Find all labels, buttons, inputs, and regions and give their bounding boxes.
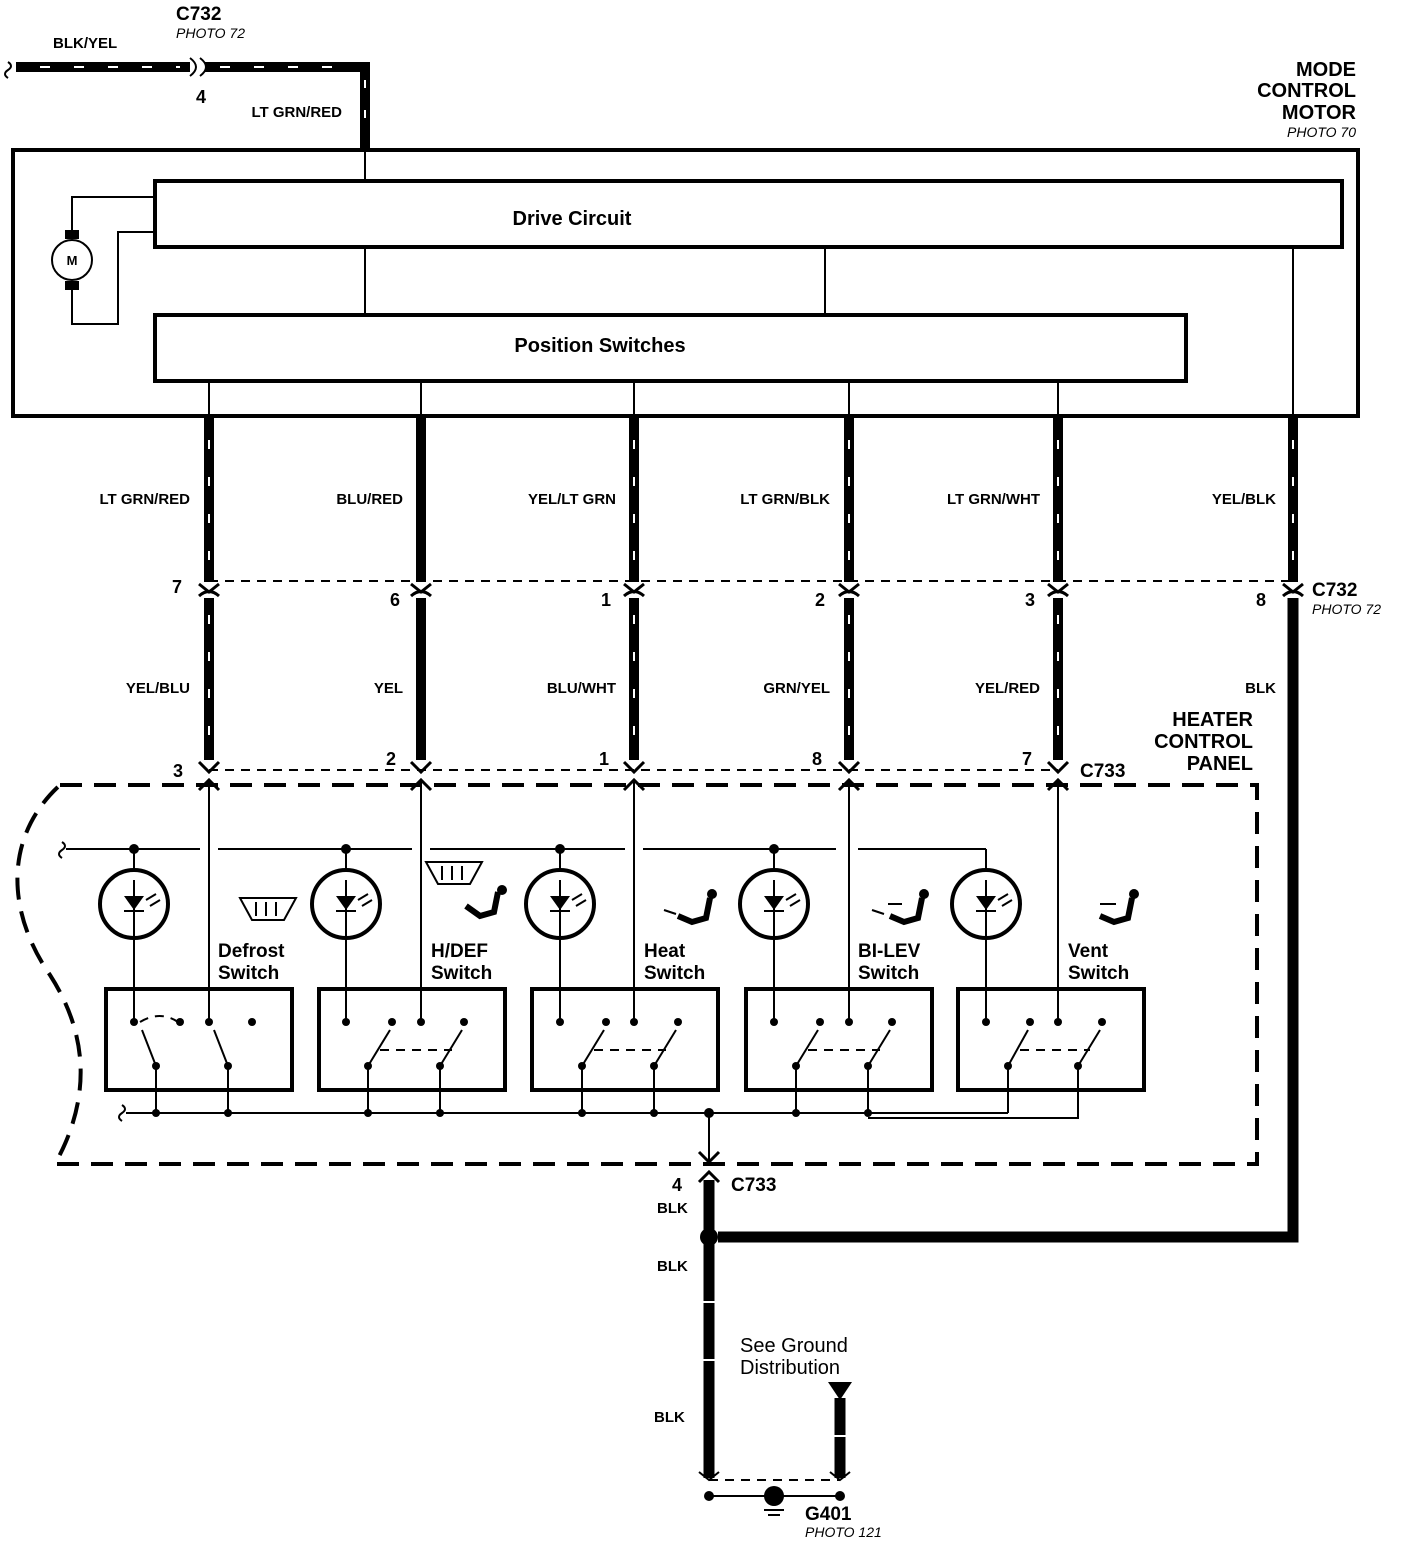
ground-rail-break [118, 1104, 126, 1122]
c732-pin-f: 8 [1256, 590, 1266, 610]
switch-defrost-label-1: Defrost [218, 941, 285, 962]
motor-icon [51, 196, 155, 325]
position-switches-box [153, 313, 1188, 383]
lower-wire-1-label: YEL/BLU [126, 680, 190, 697]
heater-panel-title-1: HEATER [1172, 709, 1253, 731]
lower-wire-3-label: BLU/WHT [547, 680, 616, 697]
c732-pin-b: 6 [390, 590, 400, 610]
g401-ground [698, 1471, 851, 1516]
top-input-wire [4, 57, 370, 150]
mode-motor-title-3: MOTOR [1282, 102, 1357, 124]
ground-wire-label-2: BLK [654, 1409, 685, 1426]
switch-unit-defrost[interactable] [98, 844, 294, 1113]
upper-wire-4-label: LT GRN/BLK [740, 491, 830, 508]
ground-distribution-arrow-icon [828, 1382, 852, 1400]
c732-pin-d: 2 [815, 590, 825, 610]
upper-wire-2-label: BLU/RED [336, 491, 403, 508]
c733-pin-c: 1 [599, 749, 609, 769]
c733-ground-label: C733 [731, 1175, 776, 1196]
lower-wire-5-label: YEL/RED [975, 680, 1040, 697]
c733-label: C733 [1080, 761, 1125, 782]
c732-top-photo: PHOTO 72 [176, 25, 245, 41]
c732-pin-a: 7 [172, 577, 182, 597]
defrost-icon [238, 897, 298, 921]
c733-ground-pin [697, 1150, 721, 1184]
mode-motor-title-2: CONTROL [1257, 80, 1356, 102]
switch-heat-label-2: Switch [644, 963, 705, 984]
c732-top-pin: 4 [196, 87, 206, 107]
switch-hdef-label-1: H/DEF [431, 941, 488, 962]
ground-note-line-1: See Ground [740, 1335, 848, 1357]
heat-mode-icon [663, 889, 717, 926]
upper-wire-5-label: LT GRN/WHT [947, 491, 1040, 508]
switch-vent-label-2: Switch [1068, 963, 1129, 984]
lt-grn-red-top-label: LT GRN/RED [251, 104, 342, 121]
mode-motor-title-1: MODE [1296, 59, 1356, 81]
blk-yel-label: BLK/YEL [53, 35, 117, 52]
ground-splice [700, 1228, 718, 1246]
c733-pin-a: 3 [173, 761, 183, 781]
lower-wire-bundle [204, 598, 1299, 1243]
c733-pin-e: 7 [1022, 749, 1032, 769]
c733-ground-pin-num: 4 [672, 1175, 682, 1195]
ground-rail-junctions [152, 1108, 872, 1118]
c732-pin-c: 1 [601, 590, 611, 610]
upper-wire-bundle [204, 418, 1298, 582]
switch-bilev-label-2: Switch [858, 963, 919, 984]
switch-unit-vent[interactable] [868, 849, 1146, 1119]
switch-unit-hdef[interactable] [310, 844, 507, 1113]
lower-wire-4-label: GRN/YEL [763, 680, 830, 697]
drive-circuit-box [153, 179, 1344, 249]
upper-wire-3-label: YEL/LT GRN [528, 491, 616, 508]
c732-pin-e: 3 [1025, 590, 1035, 610]
c732-mid-photo: PHOTO 72 [1312, 601, 1381, 617]
ground-note-line-2: Distribution [740, 1357, 840, 1379]
heater-panel-title-2: CONTROL [1154, 731, 1253, 753]
c732-top-label: C732 [176, 4, 221, 25]
vent-mode-icon [1098, 889, 1139, 926]
heater-panel-title-3: PANEL [1187, 753, 1253, 775]
upper-wire-1-label: LT GRN/RED [99, 491, 190, 508]
mode-control-motor-box [11, 148, 1360, 418]
lower-wire-2-label: YEL [374, 680, 403, 697]
c732-pins [197, 582, 1305, 598]
lower-wire-6-label: BLK [1245, 680, 1276, 697]
heater-control-panel-box [15, 783, 1259, 1166]
ground-wire-label-1: BLK [657, 1258, 688, 1275]
indicator-supply-break [58, 841, 66, 859]
switch-unit-heat[interactable] [524, 844, 720, 1113]
switch-vent-label-1: Vent [1068, 941, 1109, 962]
position-switches-label: Position Switches [514, 335, 685, 357]
upper-wire-6-label: YEL/BLK [1212, 491, 1276, 508]
led-rays [145, 893, 1013, 907]
switch-hdef-label-2: Switch [431, 963, 492, 984]
switch-bilev-label-1: BI-LEV [858, 941, 921, 962]
c733-pin-d: 8 [812, 749, 822, 769]
motor-symbol-label: M [67, 253, 78, 268]
c732-mid-label: C732 [1312, 580, 1357, 601]
switch-heat-label-1: Heat [644, 941, 686, 962]
hdef-icon [424, 861, 507, 920]
g401-label: G401 [805, 1504, 852, 1525]
g401-photo: PHOTO 121 [805, 1524, 882, 1540]
c733-ground-wire-label: BLK [657, 1200, 688, 1217]
switch-unit-bilev[interactable] [738, 844, 934, 1113]
bilevel-icon [871, 889, 929, 926]
drive-circuit-label: Drive Circuit [513, 208, 632, 230]
panel-signal-lines [208, 782, 1059, 1022]
c733-pin-b: 2 [386, 749, 396, 769]
mode-motor-photo: PHOTO 70 [1287, 124, 1356, 140]
switch-defrost-label-2: Switch [218, 963, 279, 984]
